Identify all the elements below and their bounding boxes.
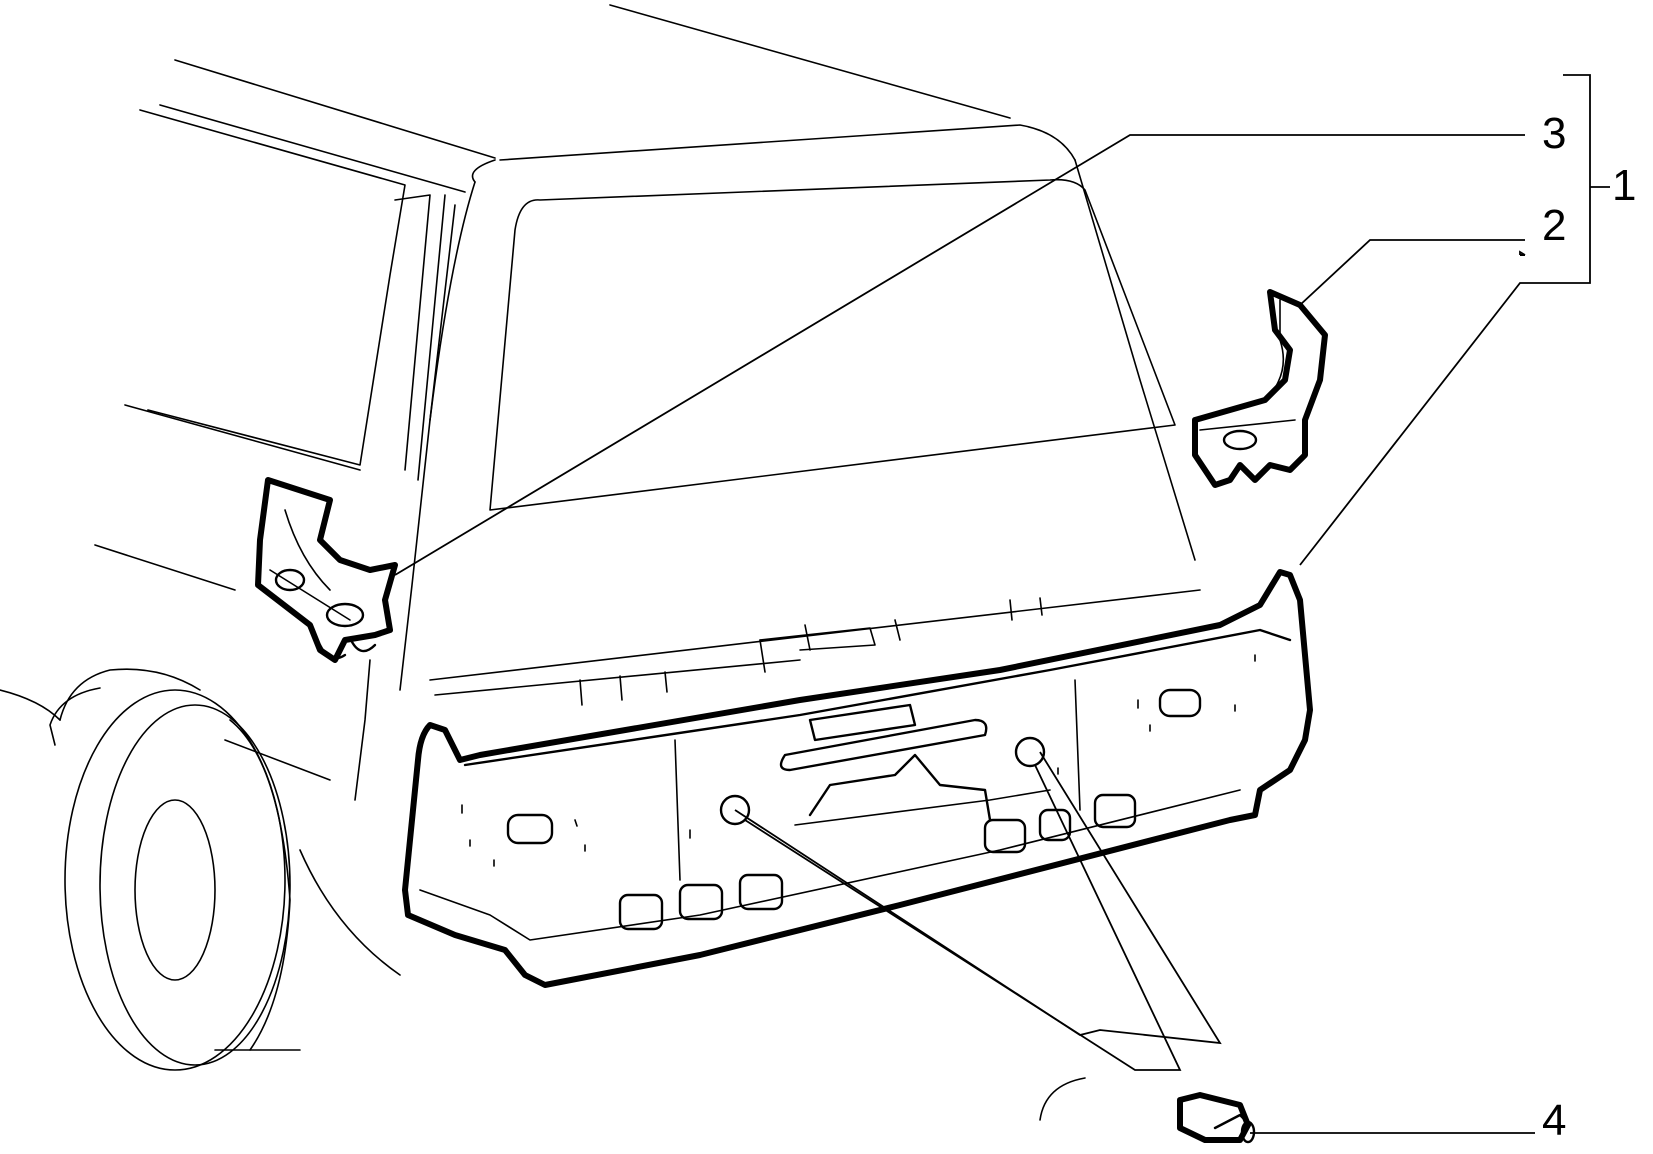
leader-lines: [394, 74, 1610, 1134]
callout-4: 4: [1542, 1096, 1566, 1145]
callout-3: 3: [1542, 109, 1566, 158]
callout-2: 2: [1542, 201, 1566, 250]
rear-wheel: [49, 668, 401, 1071]
part-3-left-bracket: [255, 477, 398, 663]
car-body-outline: [0, 4, 1201, 801]
part-4-clip: [1177, 1092, 1256, 1144]
callout-1: 1: [1612, 161, 1636, 210]
ground-line: [1039, 1077, 1086, 1121]
part-1-rear-panel: [402, 569, 1313, 988]
part-2-right-bracket: [1192, 289, 1328, 488]
